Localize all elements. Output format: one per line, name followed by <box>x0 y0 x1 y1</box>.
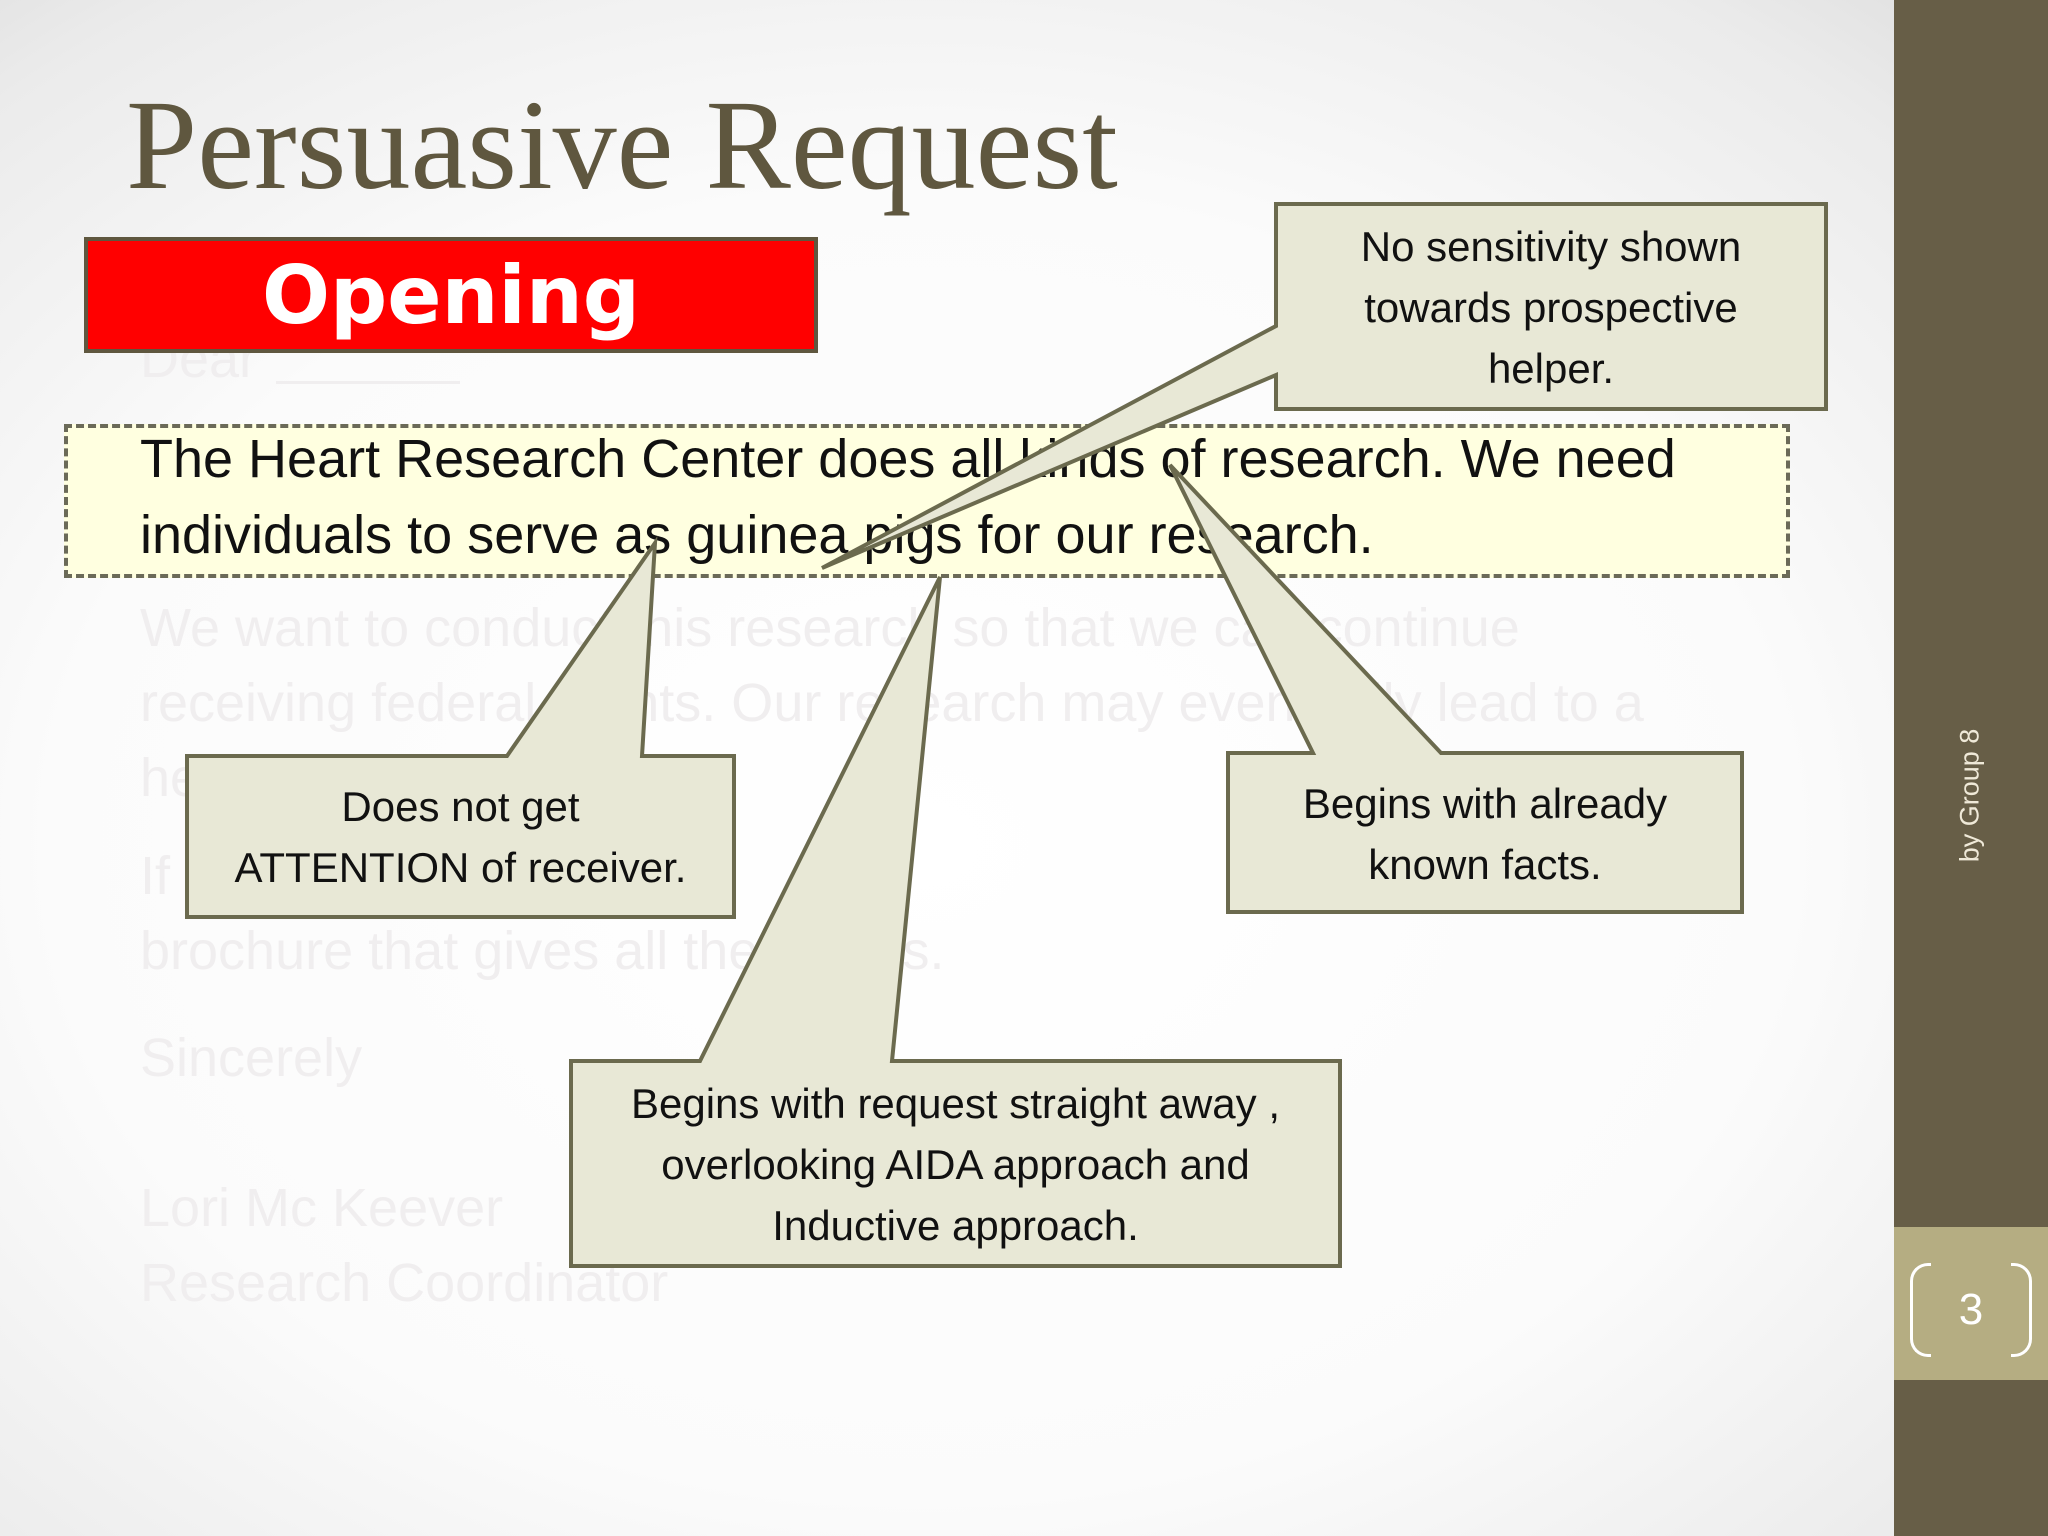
page-number: 3 <box>1910 1263 2032 1357</box>
letter-closing-line: If <box>140 846 171 906</box>
callout-attention: Does not get ATTENTION of receiver. <box>187 776 734 898</box>
letter-signoff: Sincerely <box>140 1028 363 1088</box>
callout-line: known facts. <box>1368 841 1602 888</box>
highlighted-paragraph-box <box>64 424 1790 578</box>
page-number-text: 3 <box>1958 1285 1984 1334</box>
left-bracket-icon <box>1910 1263 1931 1357</box>
signer-name: Lori Mc Keever <box>140 1178 504 1238</box>
callout-request-shape <box>569 576 1342 1268</box>
highlighted-line: The Heart Research Center does all kinds… <box>140 429 1676 489</box>
callout-line: Begins with request straight away , <box>631 1080 1280 1127</box>
callout-line: overlooking AIDA approach and <box>661 1141 1250 1188</box>
callout-attention-shape <box>185 535 736 919</box>
slide-title: Persuasive Request <box>126 74 1118 216</box>
highlighted-paragraph: The Heart Research Center does all kinds… <box>140 421 1676 573</box>
callout-line: Does not get <box>341 783 580 830</box>
callout-request: Begins with request straight away , over… <box>571 1073 1340 1256</box>
callout-line: Inductive approach. <box>772 1202 1139 1249</box>
callout-sensitivity: No sensitivity shown towards prospective… <box>1276 216 1826 399</box>
opening-label: Opening <box>84 237 818 353</box>
callout-known-facts: Begins with already known facts. <box>1228 773 1742 895</box>
callout-line: No sensitivity shown <box>1360 223 1742 270</box>
callout-line: ATTENTION of receiver. <box>234 844 687 891</box>
callout-line: towards prospective <box>1364 284 1738 331</box>
salutation-blank <box>276 381 460 384</box>
callout-known-facts-shape <box>1168 463 1744 914</box>
callout-sensitivity-shape <box>821 202 1828 570</box>
callout-line: Begins with already <box>1302 780 1668 827</box>
highlighted-line: individuals to serve as guinea pigs for … <box>140 505 1374 565</box>
callout-line: helper. <box>1487 345 1615 392</box>
